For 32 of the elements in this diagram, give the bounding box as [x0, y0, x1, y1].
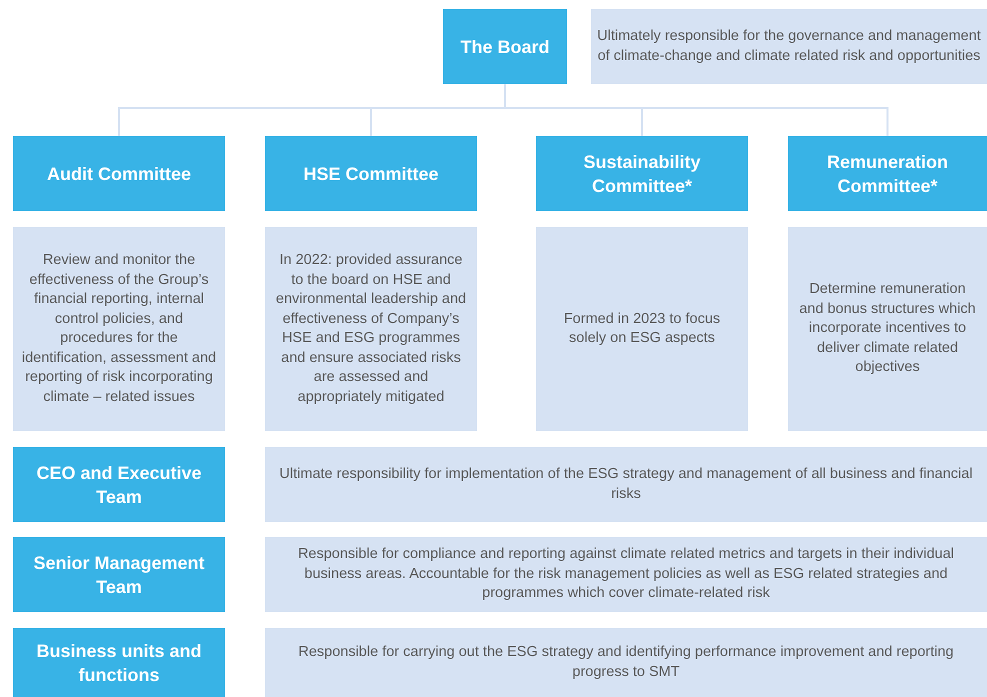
role-title: Sustainability Committee*: [582, 150, 702, 198]
description-text: Formed in 2023 to focus solely on ESG aspects: [562, 310, 722, 348]
description-panel: [265, 628, 987, 697]
description-text: Responsible for carrying out the ESG strategy and identifying performance improvement and reporting progress to SMT: [297, 643, 955, 682]
role-title: HSE Committee: [303, 162, 439, 186]
role-box: [13, 447, 225, 522]
role-box: [788, 136, 987, 211]
role-box: [13, 136, 225, 211]
description-panel: [13, 227, 225, 431]
description-text: Responsible for compliance and reporting against climate related metrics and targets in their individual business areas. Accountable for the risk management policies as well as ESG related strategies and programmes which cover climate-related risk: [296, 545, 956, 604]
role-title: Audit Committee: [47, 162, 191, 186]
role-box: [265, 136, 477, 211]
description-text: Determine remuneration and bonus structures which incorporate incentives to deliver climate related objectives: [798, 280, 977, 378]
role-box: [13, 537, 225, 612]
description-text: Review and monitor the effectiveness of the Group’s financial reporting, internal control policies, and procedures for the identification, assessment and reporting of risk incorporating climate – related issues: [21, 251, 217, 406]
description-text: In 2022: provided assurance to the board on HSE and environmental leadership and effectiveness of Company’s HSE and ESG programmes and ensure associated risks are assessed and appropriately mitigated: [274, 251, 468, 406]
description-text: Ultimate responsibility for implementation of the ESG strategy and management of all business and financial risks: [278, 465, 974, 504]
description-panel: [536, 227, 748, 431]
role-box: [13, 628, 225, 697]
description-panel: [265, 537, 987, 612]
description-panel: [591, 9, 987, 84]
role-title: Business units and functions: [35, 640, 203, 686]
role-title: Senior Management Team: [32, 552, 206, 598]
description-panel: [265, 227, 477, 431]
role-box: [536, 136, 748, 211]
role-title: Remuneration Committee*: [826, 150, 950, 198]
role-title: CEO and Executive Team: [35, 462, 203, 508]
description-panel: [265, 447, 987, 522]
role-title: The Board: [460, 36, 550, 58]
description-text: Ultimately responsible for the governance and management of climate-change and climate related risk and opportunities: [596, 27, 982, 66]
role-box: [443, 9, 567, 84]
description-panel: [788, 227, 987, 431]
